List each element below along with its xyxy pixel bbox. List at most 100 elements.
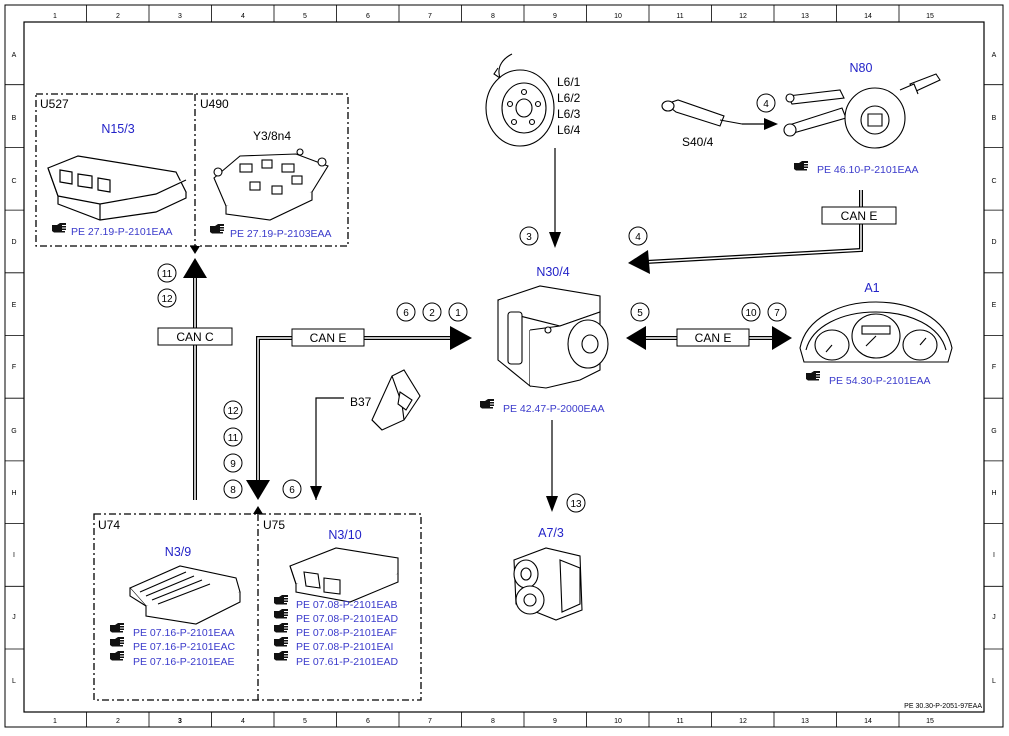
row-label: I (13, 552, 15, 559)
col-label: 8 (491, 13, 495, 20)
pe-reference-u527: PE 27.19-P-2101EAA (52, 223, 173, 238)
hydraulic-unit-a7-3-image (513, 547, 583, 621)
pe-references-u74: PE 07.16-P-2101EAA PE 07.16-P-2101EAC PE… (110, 623, 236, 668)
drawing-frame: 1 2 3 4 5 6 7 8 9 10 11 12 13 14 15 1 2 … (4, 4, 1004, 728)
reference-link[interactable]: PE 07.08-P-2101EAI (296, 641, 393, 653)
svg-text:CAN E: CAN E (310, 331, 347, 345)
col-label: 1 (53, 718, 57, 725)
col-label: 6 (366, 13, 370, 20)
component-name-n80: N80 (850, 61, 873, 75)
bus-label-can-e-left: CAN E (291, 328, 365, 347)
col-label: 10 (614, 13, 622, 20)
reference-link[interactable]: PE 07.08-P-2101EAD (296, 613, 399, 625)
signal-2-can: 2 (422, 302, 442, 322)
signal-6-b37: 6 (282, 479, 302, 499)
svg-text:3: 3 (526, 232, 532, 243)
reference-link[interactable]: PE 27.19-P-2103EAA (230, 228, 332, 240)
col-label: 7 (428, 13, 432, 20)
reference-hand-icon (274, 651, 288, 661)
reference-hand-icon (110, 637, 124, 647)
row-labels-left: A B C D E F G H I J K L (11, 52, 16, 685)
svg-text:6: 6 (403, 308, 409, 319)
reference-link[interactable]: PE 07.16-P-2101EAA (133, 627, 235, 639)
valve-body-y3-8n4-image (213, 148, 329, 221)
col-label: 6 (366, 718, 370, 725)
col-label: 1 (53, 13, 57, 20)
signal-12-left: 12 (223, 400, 243, 420)
signal-12-top: 12 (157, 288, 177, 308)
row-label: J (992, 614, 996, 621)
row-label: D (11, 239, 16, 246)
svg-text:4: 4 (635, 232, 641, 243)
component-name-n30-4: N30/4 (536, 265, 569, 279)
component-name-n3-9: N3/9 (165, 545, 191, 559)
svg-text:10: 10 (745, 308, 757, 319)
lever-image (661, 99, 743, 127)
signal-1-can: 1 (448, 302, 468, 322)
component-name-n3-10: N3/10 (328, 528, 361, 542)
reference-link[interactable]: PE 54.30-P-2101EAA (829, 375, 931, 387)
can-c-bus: CAN C (157, 258, 233, 500)
engine-ecu-n3-10-image (289, 547, 399, 603)
component-name-b37: B37 (350, 395, 372, 409)
pe-reference-u490: PE 27.19-P-2103EAA (210, 224, 332, 240)
reference-hand-icon (794, 161, 808, 171)
col-label: 14 (864, 718, 872, 725)
column-labels-top: 1 2 3 4 5 6 7 8 9 10 11 12 13 14 15 (53, 13, 934, 20)
col-label: 5 (303, 718, 307, 725)
svg-text:7: 7 (774, 308, 780, 319)
col-label: 12 (739, 718, 747, 725)
reference-hand-icon (274, 623, 288, 633)
reference-link[interactable]: PE 42.47-P-2000EAA (503, 403, 605, 415)
reference-link[interactable]: PE 07.08-P-2101EAB (296, 599, 398, 611)
row-label: B (992, 115, 997, 122)
col-label: 13 (801, 718, 809, 725)
signal-11-left: 11 (223, 427, 243, 447)
row-label: H (11, 490, 16, 497)
reference-link[interactable]: PE 27.19-P-2101EAA (71, 226, 173, 238)
col-label: 15 (926, 13, 934, 20)
steering-column-module-n80-image (783, 73, 941, 149)
row-label: A (992, 52, 997, 59)
row-labels-right: A B C D E F G H I J L (991, 52, 996, 685)
signal-9-left: 9 (223, 453, 243, 473)
reference-link[interactable]: PE 07.08-P-2101EAF (296, 627, 397, 639)
pe-reference-a1: PE 54.30-P-2101EAA (806, 371, 931, 387)
reference-link[interactable]: PE 46.10-P-2101EAA (817, 164, 919, 176)
row-label: C (11, 178, 16, 185)
pe-references-u75: PE 07.08-P-2101EAB PE 07.08-P-2101EAD PE… (274, 595, 399, 668)
row-label: D (991, 239, 996, 246)
svg-text:CAN C: CAN C (176, 330, 214, 344)
col-label: 8 (491, 718, 495, 725)
bus-label-can-c: CAN C (157, 327, 233, 346)
row-label: L (12, 678, 16, 685)
row-label: E (12, 302, 17, 309)
signal-10: 10 (741, 302, 761, 322)
reference-link[interactable]: PE 07.16-P-2101EAE (133, 656, 235, 668)
row-label: L (992, 678, 996, 685)
row-label: F (12, 364, 16, 371)
reference-hand-icon (806, 371, 820, 381)
column-labels-bottom: 1 2 3 4 5 6 7 8 9 10 11 12 13 14 15 (53, 718, 934, 725)
unit-label-u74: U74 (98, 518, 120, 532)
signal-8-left: 8 (223, 479, 243, 499)
pedal-image (371, 369, 421, 431)
col-label: 7 (428, 718, 432, 725)
bus-label-can-e-n80: CAN E (821, 206, 897, 225)
reference-link[interactable]: PE 07.16-P-2101EAC (133, 641, 236, 653)
reference-hand-icon (52, 223, 66, 233)
reference-hand-icon (274, 637, 288, 647)
component-name-l6-4: L6/4 (557, 123, 581, 137)
svg-text:9: 9 (230, 459, 236, 470)
svg-text:CAN E: CAN E (841, 209, 878, 223)
component-name-a1: A1 (864, 281, 879, 295)
reference-hand-icon (274, 595, 288, 605)
col-label: 2 (116, 718, 120, 725)
col-label: 3 (178, 718, 182, 725)
col-label: 11 (676, 13, 683, 20)
svg-text:12: 12 (227, 406, 239, 417)
col-label: 11 (676, 718, 683, 725)
reference-hand-icon (110, 623, 124, 633)
col-label: 10 (614, 718, 622, 725)
reference-link[interactable]: PE 07.61-P-2101EAD (296, 656, 399, 668)
